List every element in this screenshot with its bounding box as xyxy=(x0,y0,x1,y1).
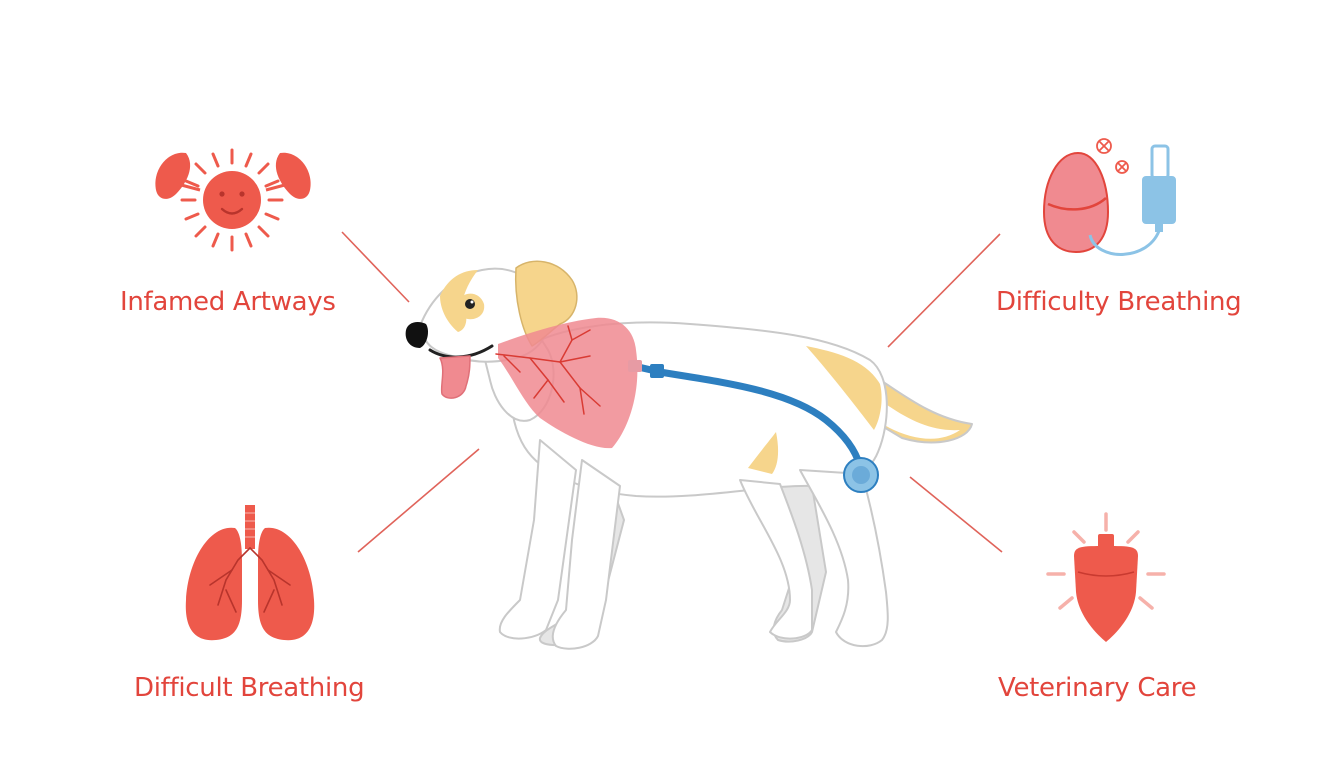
label-inflamed-airways: Infamed Artways xyxy=(120,287,336,317)
dog-illustration xyxy=(405,260,973,650)
connector-top-left xyxy=(341,231,410,303)
connector-top-right xyxy=(887,233,1001,348)
connector-bottom-left xyxy=(357,448,480,553)
connector-bottom-right xyxy=(909,476,1003,553)
inflamed-airway-icon xyxy=(155,148,311,252)
lungs-icon xyxy=(185,505,315,641)
label-difficult-breathing: Difficult Breathing xyxy=(134,673,365,703)
label-veterinary-care: Veterinary Care xyxy=(998,673,1197,703)
heart-care-icon xyxy=(1046,512,1166,642)
connector-lines xyxy=(341,231,1003,553)
label-difficulty-breathing: Difficulty Breathing xyxy=(996,287,1242,317)
breathing-device-icon xyxy=(1042,138,1176,256)
